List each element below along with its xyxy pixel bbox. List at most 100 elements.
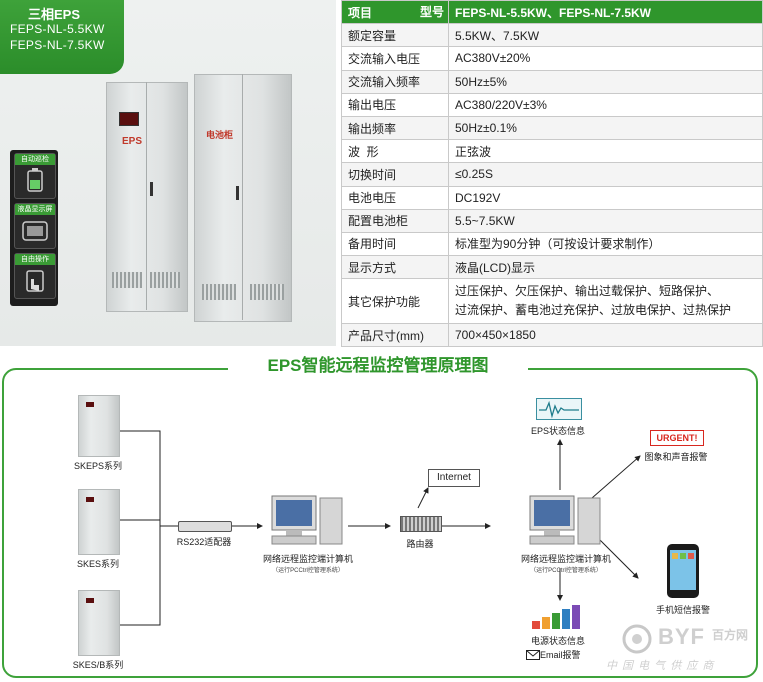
- phone-icon: [667, 544, 699, 598]
- spec-value: 50Hz±5%: [448, 69, 763, 94]
- cabinet-vent: [150, 272, 180, 288]
- spec-value: AC380/220V±3%: [448, 92, 763, 117]
- spec-value: 过压保护、欠压保护、输出过载保护、短路保护、过流保护、蓄电池过充保护、过放电保护…: [448, 278, 763, 325]
- product-panel: 三相EPS FEPS-NL-5.5KW FEPS-NL-7.5KW 自动巡检 液…: [0, 0, 336, 346]
- spec-value: DC192V: [448, 185, 763, 210]
- email-label: Email报警: [540, 650, 581, 660]
- computer-left-sub: （运行PCCtrl控管理系统）: [272, 568, 344, 574]
- rs232-label: RS232适配器: [176, 537, 232, 547]
- hand-icon: [26, 270, 44, 292]
- computer-right-icon: [529, 495, 601, 545]
- feature-label: 液晶显示屏: [15, 204, 55, 215]
- spec-key: 产品尺寸(mm): [341, 323, 449, 348]
- spec-key: 电池电压: [341, 185, 449, 210]
- cabinet-vent: [112, 272, 142, 288]
- series-title: 三相EPS: [28, 7, 81, 22]
- feature-auto-inspection: 自动巡检: [14, 153, 56, 199]
- feature-label: 自由操作: [15, 254, 55, 265]
- feature-label: 自动巡检: [15, 154, 55, 165]
- spec-value: 正弦波: [448, 139, 763, 164]
- spec-key: 额定容量: [341, 23, 449, 48]
- computer-left-label: 网络远程监控端计算机: [262, 554, 353, 564]
- series-tab: 三相EPS FEPS-NL-5.5KW FEPS-NL-7.5KW: [0, 0, 124, 74]
- spec-value: 标准型为90分钟（可按设计要求制作）: [448, 231, 763, 257]
- spec-key: 交流输入频率: [341, 69, 449, 94]
- device-label-skes-b: SKES/B系列: [72, 660, 124, 670]
- device-display: [86, 402, 94, 407]
- spec-key: 切换时间: [341, 162, 449, 187]
- rs232-adapter: [178, 521, 232, 532]
- battery-icon: [27, 168, 43, 192]
- device-display: [86, 497, 94, 502]
- spec-key: 输出电压: [341, 92, 449, 117]
- device-label-skes: SKES系列: [76, 559, 119, 569]
- spec-key: 其它保护功能: [341, 278, 449, 325]
- cabinet-handle: [236, 186, 239, 200]
- watermark-logo-icon: [622, 624, 652, 654]
- spec-value: 700×450×1850: [448, 323, 763, 348]
- spec-value-line: 过流保护、蓄电池过充保护、过放电保护、过热保护: [455, 303, 732, 318]
- spec-value: 5.5KW、7.5KW: [448, 23, 763, 48]
- power-status-label: 电源状态信息: [530, 636, 585, 646]
- computer-left-icon: [271, 495, 343, 545]
- cabinet-vent: [250, 284, 284, 300]
- spec-key: 显示方式: [341, 255, 449, 280]
- header-model-label: 型号: [419, 5, 444, 19]
- cabinet-door-seam: [242, 74, 243, 320]
- internet-box: Internet: [428, 469, 480, 487]
- cabinet-door-seam: [146, 82, 147, 310]
- urgent-badge: URGENT!: [650, 430, 704, 446]
- device-skeps: [78, 395, 120, 457]
- spec-header-item: 项目 型号: [341, 0, 449, 25]
- spec-value: ≤0.25S: [448, 162, 763, 187]
- router-label: 路由器: [406, 539, 434, 549]
- spec-value: 50Hz±0.1%: [448, 115, 763, 141]
- spec-row: 切换时间≤0.25S: [341, 162, 763, 187]
- watermark-slogan: 中 国 电 气 供 应 商: [606, 660, 715, 672]
- device-label-skeps: SKEPS系列: [73, 461, 122, 471]
- link-to-sms: [595, 535, 639, 579]
- computer-right-sub: （运行PCCtrl控管理系统）: [530, 568, 602, 574]
- spec-key: 波 形: [341, 139, 449, 164]
- device-bus-line: [120, 430, 161, 626]
- spec-row: 备用时间标准型为90分钟（可按设计要求制作）: [341, 231, 763, 257]
- screen-icon: [22, 221, 48, 241]
- sms-label: 手机短信报警: [655, 605, 710, 615]
- cabinet-brand: EPS: [122, 136, 143, 147]
- cabinet-display: [119, 112, 139, 126]
- device-skes: [78, 489, 120, 555]
- cabinet-vent: [202, 284, 236, 300]
- link-to-internet: [417, 487, 429, 509]
- spec-value-line: 过压保护、欠压保护、输出过载保护、短路保护、: [455, 284, 720, 299]
- link-to-alarm: [591, 455, 641, 499]
- spec-key: 输出频率: [341, 115, 449, 141]
- spec-row: 波 形正弦波: [341, 139, 763, 164]
- spec-row: 其它保护功能过压保护、欠压保护、输出过载保护、短路保护、过流保护、蓄电池过充保护…: [341, 278, 763, 325]
- spec-row: 产品尺寸(mm)700×450×1850: [341, 323, 763, 348]
- model-line-1: FEPS-NL-5.5KW: [10, 22, 105, 36]
- feature-operation: 自由操作: [14, 253, 56, 299]
- device-skes-b: [78, 590, 120, 656]
- spec-key: 备用时间: [341, 231, 449, 257]
- model-line-2: FEPS-NL-7.5KW: [10, 38, 105, 52]
- header-item-label: 项目: [348, 5, 373, 20]
- computer-right-label: 网络远程监控端计算机: [520, 554, 611, 564]
- spec-key: 配置电池柜: [341, 208, 449, 233]
- spec-row: 显示方式液晶(LCD)显示: [341, 255, 763, 280]
- watermark-brand: BYF: [658, 624, 705, 649]
- email-icon: [526, 650, 540, 660]
- eps-status-label: EPS状态信息: [530, 426, 585, 436]
- diagram-title: EPS智能远程监控管理原理图: [228, 353, 528, 379]
- router-device: [400, 516, 442, 532]
- watermark-brand-cn: 百方网: [712, 628, 749, 642]
- waveform-icon: [536, 398, 582, 420]
- battery-cabinet-label: 电池柜: [206, 130, 234, 140]
